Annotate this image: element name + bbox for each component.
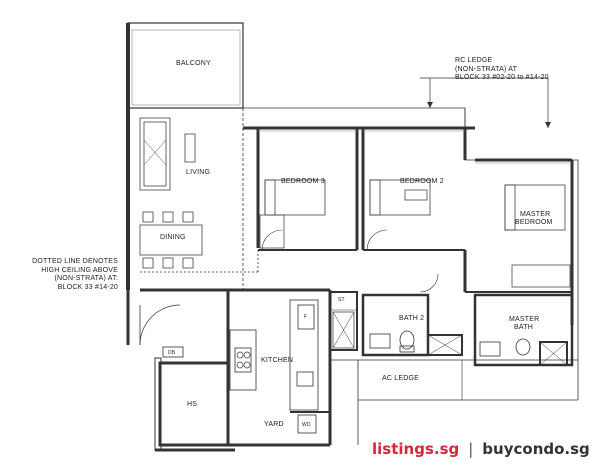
watermark-separator: | [468,440,474,458]
master-bath-label-2: BATH [514,324,533,331]
dotted-line-note-3: (NON-STRATA) AT: [54,275,118,282]
dining-label: DINING [160,234,186,241]
f-label: F [304,314,308,320]
watermark-left: listings.sg [372,440,460,458]
bath2-room [361,293,430,357]
rc-ledge-note: RC LEDGE (NON-STRATA) AT BLOCK 33 #02-20… [455,57,549,83]
st-label: ST [338,297,345,303]
kitchen-label: KITCHEN [261,357,294,364]
rc-ledge-line-2: (NON-STRATA) AT [455,65,518,73]
balcony-label: BALCONY [176,60,211,67]
master-bath-room [473,293,574,367]
watermark-right: buycondo.sg [482,440,590,458]
master-bedroom-label-1: MASTER [520,211,551,218]
db-label: DB [168,350,176,356]
wd-label: WD [302,422,311,428]
bedroom2-label: BEDROOM 2 [400,178,444,185]
rc-ledge-line-1: RC LEDGE [455,57,493,64]
yard-label: YARD [264,421,284,428]
watermark: listings.sg | buycondo.sg [372,436,592,462]
dotted-line-note-4: BLOCK 33 #14-20 [57,283,118,291]
bath2-label: BATH 2 [399,315,425,322]
dotted-line-note-2: HIGH CEILING ABOVE [41,266,118,274]
master-bath-label-1: MASTER [509,316,540,323]
bedroom3-label: BEDROOM 3 [281,178,325,185]
master-bedroom-label-2: BEDROOM [515,219,553,226]
living-label: LIVING [186,169,211,176]
hs-label: HS [187,401,198,408]
dining-table [139,224,203,256]
dotted-line-note-1: DOTTED LINE DENOTES [32,258,118,265]
ac-ledge-label: AC LEDGE [382,375,419,382]
dotted-line-note: DOTTED LINE DENOTES HIGH CEILING ABOVE (… [20,258,118,292]
sofa [139,117,171,191]
rc-ledge-line-3: BLOCK 33 #02-20 to #14-20 [455,74,549,81]
